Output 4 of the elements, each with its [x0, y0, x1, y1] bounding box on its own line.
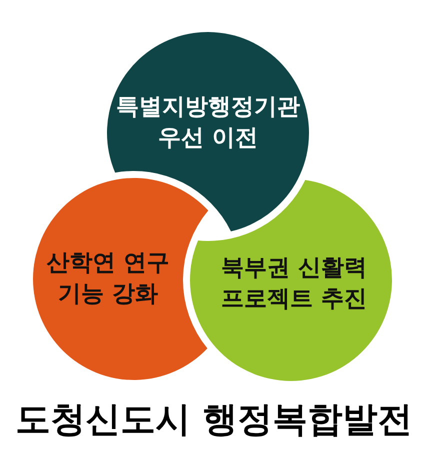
- circle-label: 북부권 신활력 프로젝트 추진: [220, 254, 368, 314]
- circle-label: 특별지방행정기관 우선 이전: [115, 93, 301, 153]
- circle-label: 산학연 연구 기능 강화: [45, 249, 170, 309]
- title: 도청신도시 행정복합발전: [15, 399, 413, 442]
